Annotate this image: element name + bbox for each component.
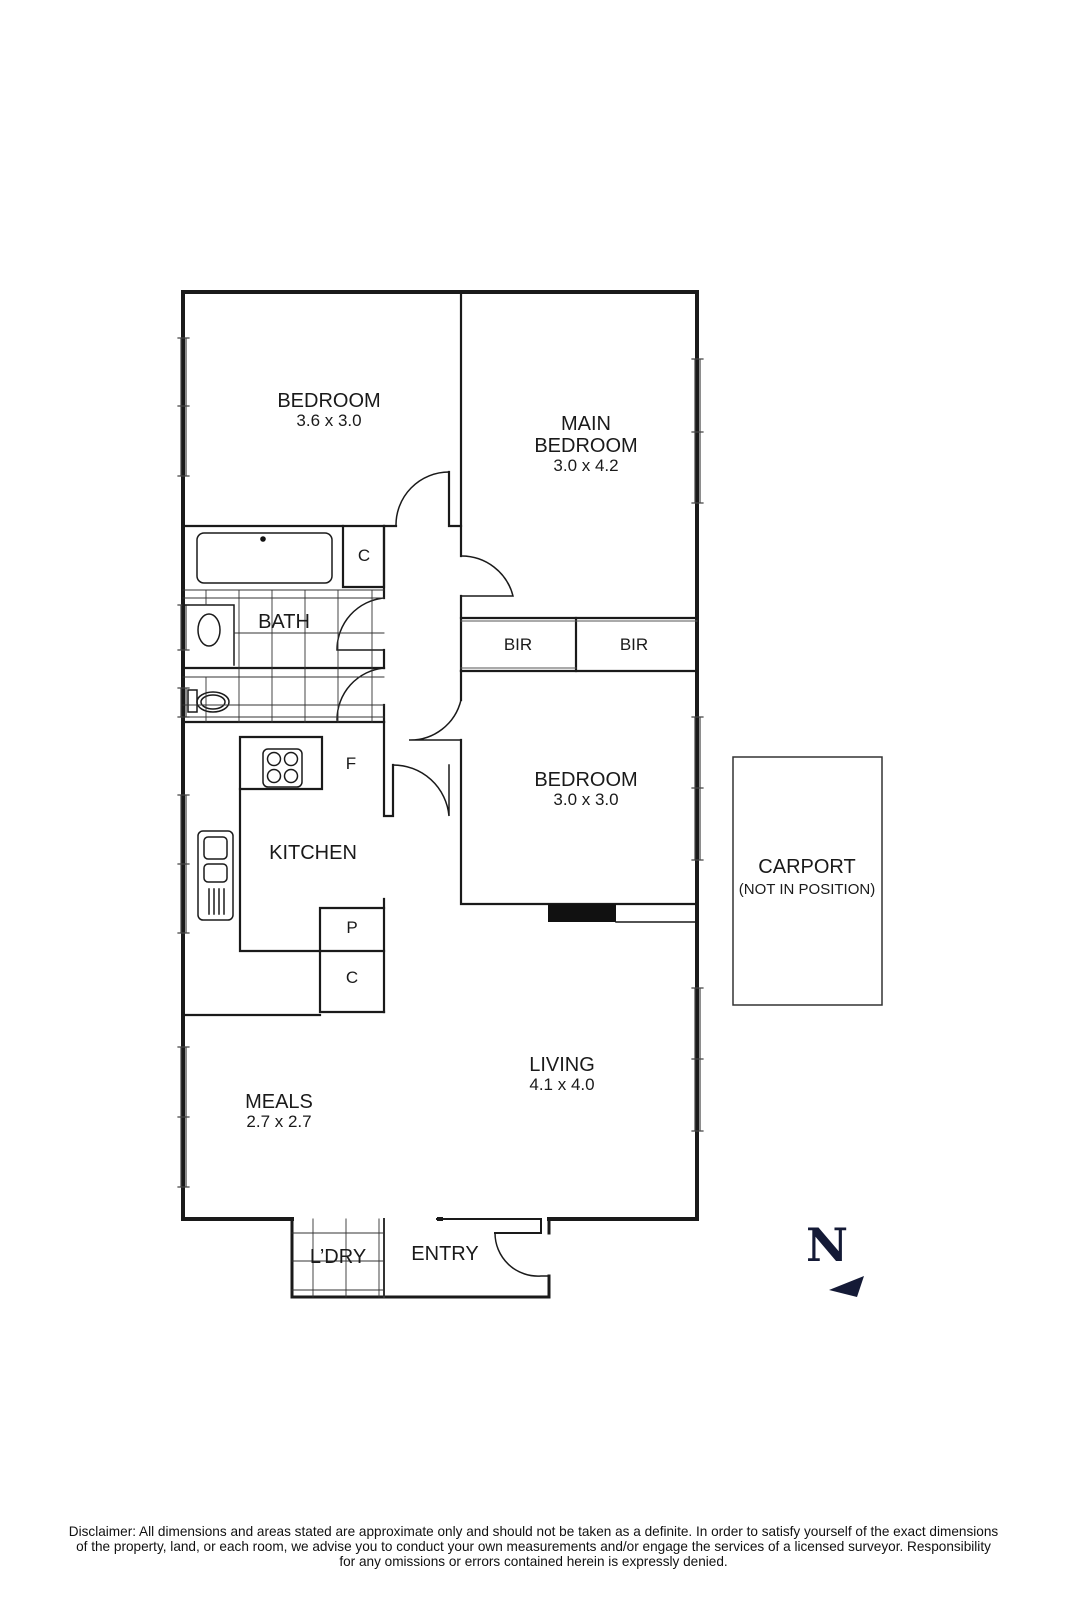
room-bedroom-3: BEDROOM 3.0 x 3.0 <box>534 769 637 810</box>
north-arrow-icon <box>829 1276 864 1297</box>
disclaimer-line-1: Disclaimer: All dimensions and areas sta… <box>68 1524 999 1539</box>
room-name-line1: MAIN <box>561 413 611 435</box>
heater-block <box>548 904 616 922</box>
room-kitchen: KITCHEN <box>269 842 357 864</box>
room-dimensions: 3.6 x 3.0 <box>296 411 362 430</box>
windows <box>177 337 704 1188</box>
room-name: BEDROOM <box>534 769 638 791</box>
bir-sliders <box>460 620 698 669</box>
pantry-label: P <box>346 918 358 937</box>
vanity-basin-icon <box>182 604 235 666</box>
carport-note: (NOT IN POSITION) <box>738 881 876 898</box>
bir-right-label: BIR <box>619 635 649 654</box>
room-dimensions: 2.7 x 2.7 <box>246 1112 312 1131</box>
room-name: ENTRY <box>411 1243 479 1265</box>
room-bath: BATH <box>258 611 310 633</box>
disclaimer: Disclaimer: All dimensions and areas sta… <box>0 1524 1067 1569</box>
disclaimer-line-3: for any omissions or errors contained he… <box>339 1554 728 1569</box>
toilet-icon <box>187 689 230 713</box>
room-name: LIVING <box>529 1054 595 1076</box>
entry-threshold <box>436 1218 542 1234</box>
bath-tile-grid <box>182 589 385 723</box>
entry-laundry-walls <box>290 1217 551 1299</box>
room-meals: MEALS 2.7 x 2.7 <box>245 1091 313 1132</box>
room-bedroom-2: BEDROOM 3.6 x 3.0 <box>277 390 380 431</box>
disclaimer-line-2: of the property, land, or each room, we … <box>76 1539 991 1554</box>
room-main-bedroom: MAIN BEDROOM 3.0 x 4.2 <box>534 413 637 476</box>
room-name: KITCHEN <box>269 842 357 864</box>
cooktop-icon <box>262 748 303 788</box>
carport-outline <box>732 756 883 1006</box>
room-living: LIVING 4.1 x 4.0 <box>529 1054 595 1095</box>
room-name: BATH <box>258 611 310 633</box>
compass-north-label: N <box>806 1218 849 1272</box>
kitchen-cupboard-label: C <box>345 968 359 987</box>
fridge-label: F <box>345 754 357 773</box>
door-swings <box>336 471 550 1277</box>
laundry-tile-grid <box>291 1218 385 1298</box>
room-name-line2: BEDROOM <box>534 435 638 457</box>
room-dimensions: 4.1 x 4.0 <box>529 1075 595 1094</box>
bathtub-icon <box>196 532 333 584</box>
room-name: MEALS <box>245 1091 313 1113</box>
room-name: BEDROOM <box>277 390 381 412</box>
bath-cupboard-label: C <box>357 546 371 565</box>
room-dimensions: 3.0 x 4.2 <box>553 456 619 475</box>
room-entry: ENTRY <box>411 1243 478 1265</box>
kitchen-sink-icon <box>197 830 234 921</box>
room-name: CARPORT <box>758 856 856 878</box>
room-dimensions: 3.0 x 3.0 <box>553 790 619 809</box>
room-laundry: L’DRY <box>310 1246 366 1268</box>
interior-walls <box>181 290 699 1017</box>
bir-left-label: BIR <box>503 635 533 654</box>
room-name: L’DRY <box>309 1246 367 1268</box>
carport: CARPORT (NOT IN POSITION) <box>739 856 875 899</box>
